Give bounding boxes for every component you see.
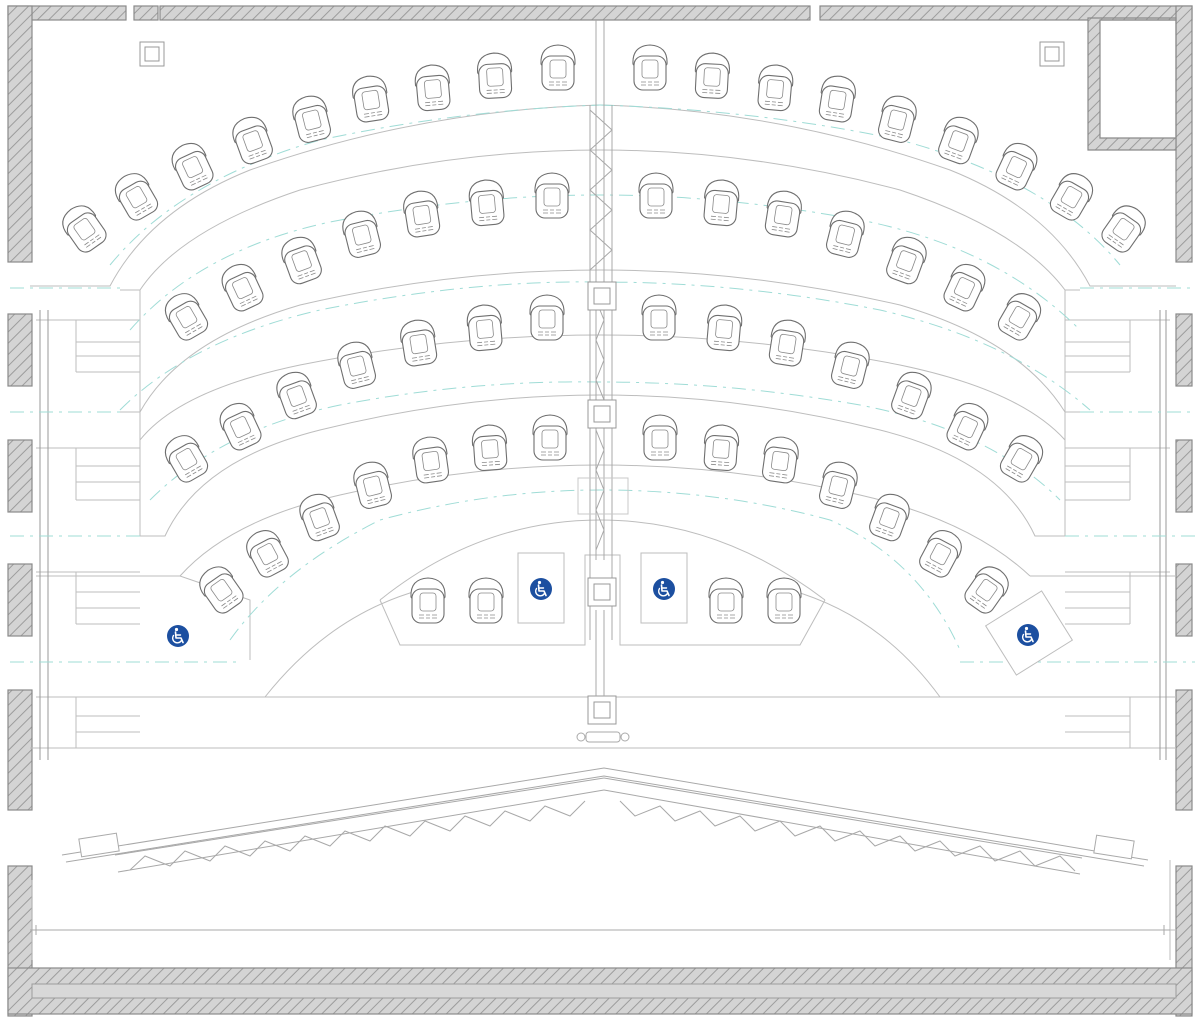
seat [708,577,744,624]
seat [632,44,668,91]
seat [159,287,213,345]
seat [240,524,293,582]
seat [338,207,384,261]
seat [887,367,937,423]
seat [467,178,507,227]
seat [1045,167,1099,225]
seat [960,560,1015,618]
seat [397,317,440,368]
seat [816,458,862,512]
seat [465,303,505,352]
seat [823,207,869,261]
seat [468,577,504,624]
seat [470,423,509,472]
wall-right-pier-2 [1175,439,1193,513]
seat [915,524,968,582]
seat [882,232,932,288]
stage-truss [30,767,1170,935]
wall-left-lower [7,689,33,811]
seat [400,188,443,239]
seat [216,258,268,315]
seat [828,338,874,392]
seat [701,178,741,227]
seat [294,489,344,545]
column-post [139,41,1065,67]
seat [702,423,741,472]
seat [271,367,321,423]
seat [939,258,991,315]
seat [766,577,802,624]
seat [704,303,744,352]
wall-top-stub [133,5,159,21]
seat [762,188,805,239]
building-walls [7,5,1193,1017]
seat [56,199,111,257]
seat [159,429,213,487]
seat [816,73,859,124]
seat [476,51,514,100]
seat [993,287,1047,345]
seat [410,434,452,485]
seat [333,338,379,392]
seat [276,232,326,288]
wall-right-pier-1 [1175,313,1193,387]
seat [534,172,570,219]
seat [693,51,731,100]
seat [642,414,678,461]
seat [166,137,218,194]
seat [755,63,795,112]
seat [288,92,334,146]
seat [349,458,395,512]
seat [1097,199,1152,257]
seat [995,429,1049,487]
wall-left-pier-1 [7,313,33,387]
wall-right-lower [1175,689,1193,811]
seat [766,317,809,368]
wall-left-pier-2 [7,439,33,513]
center-truss [576,20,630,743]
seat [214,397,266,454]
seat [227,112,277,168]
seat [529,294,565,341]
seat [193,560,248,618]
seat [413,63,453,112]
wall-right-upper [1175,5,1193,263]
seat [875,92,921,146]
seat [934,112,984,168]
wall-right-pier-3 [1175,563,1193,637]
seat [991,137,1043,194]
seat [638,172,674,219]
seat [410,577,446,624]
seat [532,414,568,461]
seat [759,434,801,485]
seat [109,167,163,225]
seat [540,44,576,91]
seat [349,73,392,124]
wall-left-upper [7,5,33,263]
wall-top-center [159,5,811,21]
wall-left-pier-3 [7,563,33,637]
seat [942,397,994,454]
seat [641,294,677,341]
corner-room-wall [1087,17,1177,151]
